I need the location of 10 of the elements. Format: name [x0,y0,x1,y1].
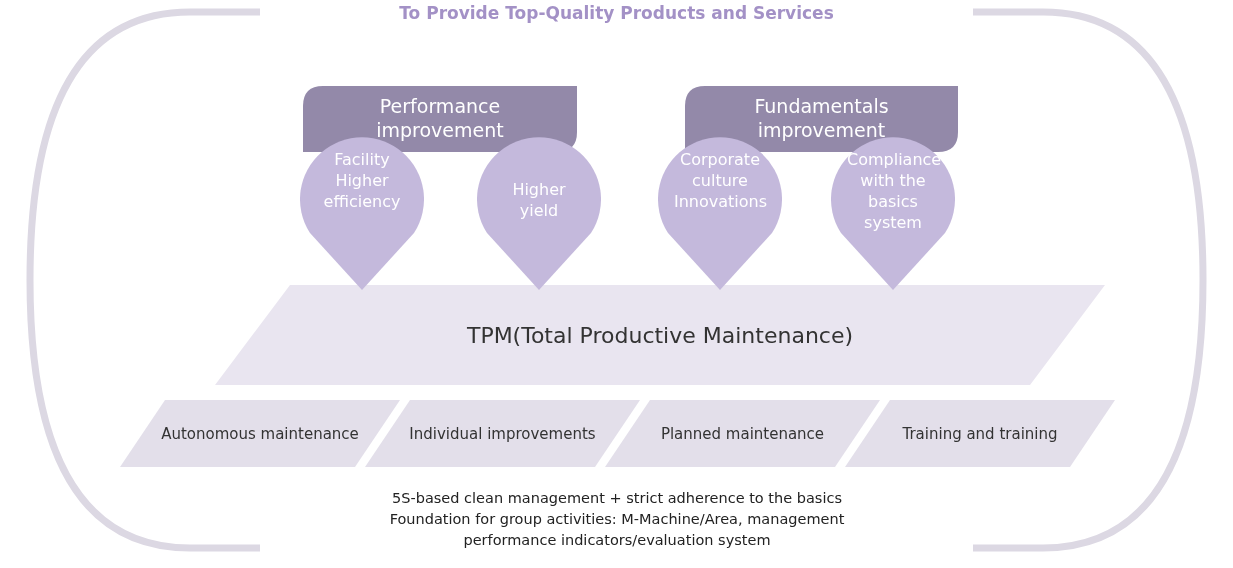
platform-parallelogram: TPM(Total Productive Maintenance) [215,285,1105,385]
note-text: Foundation for group activities: M-Machine/Area, management performance indicators/evaluation system [388,510,846,550]
pillar-parallelogram: Planned maintenance [605,400,880,467]
pillar-parallelogram: Individual improvements [365,400,640,467]
note-text: 5S-based clean management + strict adherence to the basics [391,489,843,508]
pillar-parallelogram: Autonomous maintenance [120,400,400,467]
title: To Provide Top-Quality Products and Services [398,2,835,25]
pillar-parallelogram: Training and training [845,400,1115,467]
heading-tab: Performance improvement [303,86,577,152]
heading-tab: Fundamentals improvement [685,86,958,152]
